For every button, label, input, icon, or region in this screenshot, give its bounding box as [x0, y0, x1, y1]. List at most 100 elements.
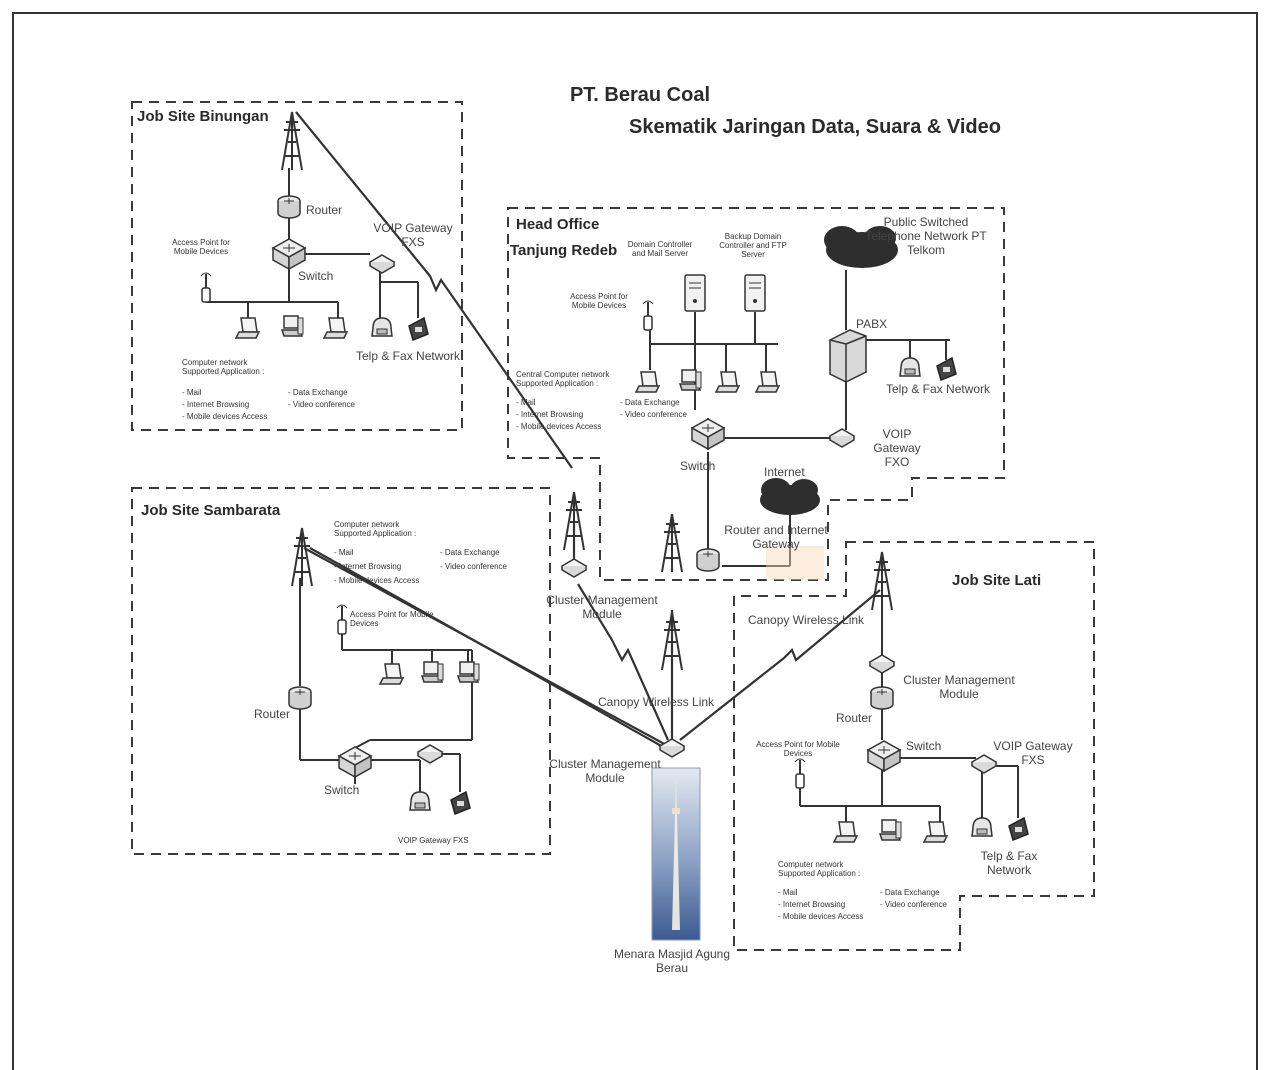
- lati-pc-icon: [879, 819, 902, 841]
- domain-controller-label: Domain Controller and Mail Server: [627, 240, 693, 259]
- binungan-router-label: Router: [306, 203, 343, 217]
- binungan-laptop2-icon: [323, 317, 348, 339]
- backup-dc-label: Backup Domain Controller and FTP Server: [719, 232, 787, 260]
- head-office-access-point-icon: [642, 300, 654, 331]
- link-cmm-hub: [577, 583, 670, 741]
- head-office-switch-icon: [691, 418, 725, 450]
- head-office-fax-icon: [936, 357, 957, 381]
- sambarata-app-data: - Data Exchange: [440, 548, 500, 557]
- head-office-antenna-icon: [661, 513, 683, 573]
- head-office-wiring: [649, 270, 950, 567]
- zone-binungan-box: [131, 101, 463, 431]
- page-frame: [12, 12, 1258, 1070]
- lati-ap-label: Access Point for Mobile Devices: [756, 740, 840, 759]
- lati-laptop2-icon: [923, 821, 948, 843]
- hub-cmm-bottom-label: Cluster Management Module: [549, 757, 661, 785]
- sambarata-apps-title: Computer network Supported Application :: [334, 520, 417, 539]
- sambarata-phone-icon: [409, 791, 431, 811]
- lati-router-label: Router: [836, 711, 873, 725]
- hub-cmm-top-label: Cluster Management Module: [546, 593, 658, 621]
- lati-cmm-label: Cluster Management Module: [903, 673, 1015, 701]
- lati-switch-label: Switch: [906, 739, 942, 753]
- lati-phone-icon: [971, 817, 993, 837]
- sambarata-fax-icon: [450, 791, 471, 815]
- sambarata-app-mail: - Mail: [334, 548, 354, 557]
- pabx-icon: [829, 329, 867, 383]
- head-office-title-1: Head Office: [516, 216, 600, 233]
- lati-app-mobile: - Mobile devices Access: [778, 912, 864, 921]
- sambarata-ap-label: Access Point for Mobile Devices: [350, 610, 434, 629]
- sambarata-access-point-icon: [336, 604, 348, 635]
- sambarata-router-icon: [288, 686, 312, 710]
- binungan-apps-title: Computer network Supported Application :: [182, 358, 265, 377]
- hub-cluster-module-top-icon: [561, 558, 587, 578]
- hub-antenna-top-icon: [563, 491, 585, 551]
- router-gateway-highlight: [766, 546, 824, 580]
- lati-apps-title: Computer network Supported Application :: [778, 860, 861, 879]
- link-lati-hub: [679, 589, 881, 741]
- binungan-app-mobile: - Mobile devices Access: [182, 412, 268, 421]
- internet-label: Internet: [764, 465, 805, 479]
- sambarata-antenna-icon: [291, 527, 313, 587]
- head-office-title-2: Tanjung Redeb: [510, 242, 618, 259]
- sambarata-app-internet: - Internet Browsing: [334, 562, 402, 571]
- binungan-app-video: - Video conference: [288, 400, 356, 409]
- zone-sambarata-box: [131, 487, 551, 855]
- lati-app-mail: - Mail: [778, 888, 798, 897]
- binungan-app-mail: - Mail: [182, 388, 202, 397]
- internet-cloud-icon: [760, 478, 820, 515]
- binungan-access-point-icon: [200, 272, 212, 303]
- lati-voip-label: VOIP Gateway FXS: [993, 739, 1073, 767]
- lati-laptop-icon: [833, 821, 858, 843]
- binungan-switch-label: Switch: [298, 269, 334, 283]
- head-office-voip-gateway-icon: [829, 428, 855, 448]
- sambarata-pc-icon: [421, 661, 444, 683]
- head-office-app-internet: - Internet Browsing: [516, 410, 584, 419]
- lati-app-internet: - Internet Browsing: [778, 900, 846, 909]
- lati-router-icon: [870, 686, 894, 710]
- sambarata-title: Job Site Sambarata: [141, 502, 281, 519]
- sambarata-app-video: - Video conference: [440, 562, 508, 571]
- head-office-app-data: - Data Exchange: [620, 398, 680, 407]
- zone-lati-box: [733, 541, 1095, 951]
- sambarata-app-mobile: - Mobile devices Access: [334, 576, 420, 585]
- binungan-telp-label: Telp & Fax Network: [356, 349, 461, 363]
- sambarata-router-label: Router: [254, 707, 291, 721]
- sambarata-voip-gateway-icon: [417, 744, 443, 764]
- wireless-links: [295, 111, 881, 753]
- sambarata-wiring: [299, 578, 473, 792]
- sambarata-switch-icon: [338, 746, 372, 778]
- tower-photo: [651, 767, 701, 941]
- link-binungan-hub: [295, 111, 573, 469]
- binungan-app-internet: - Internet Browsing: [182, 400, 250, 409]
- head-office-voip-label: VOIP Gateway FXO: [873, 427, 921, 469]
- lati-app-video: - Video conference: [880, 900, 948, 909]
- head-office-app-mail: - Mail: [516, 398, 536, 407]
- title-line1: PT. Berau Coal: [569, 84, 711, 106]
- hub-antenna-center-icon: [661, 611, 683, 671]
- binungan-phone-icon: [371, 317, 393, 337]
- binungan-ap-label: Access Point for Mobile Devices: [172, 238, 230, 257]
- head-office-apps-title: Central Computer network Supported Appli…: [516, 370, 610, 389]
- sambarata-switch-label: Switch: [324, 783, 360, 797]
- lati-switch-icon: [867, 740, 901, 772]
- head-office-pc-icon: [679, 369, 702, 391]
- head-office-router-icon: [696, 548, 720, 572]
- binungan-switch-icon: [272, 238, 306, 270]
- lati-app-data: - Data Exchange: [880, 888, 940, 897]
- head-office-app-mobile: - Mobile devices Access: [516, 422, 602, 431]
- domain-controller-server-icon: [684, 274, 706, 312]
- head-office-switch-label: Switch: [680, 459, 716, 473]
- binungan-antenna-icon: [281, 111, 303, 171]
- head-office-app-video: - Video conference: [620, 410, 688, 419]
- sambarata-laptop-icon: [379, 663, 404, 685]
- sambarata-pc2-icon: [457, 661, 480, 683]
- head-office-laptop3-icon: [755, 371, 780, 393]
- lati-canopy-label: Canopy Wireless Link: [748, 613, 865, 627]
- lati-cluster-module-icon: [869, 654, 895, 674]
- binungan-voip-gateway-icon: [369, 254, 395, 274]
- backup-domain-controller-server-icon: [744, 274, 766, 312]
- sambarata-voip-label: VOIP Gateway FXS: [398, 836, 469, 845]
- head-office-ap-label: Access Point for Mobile Devices: [570, 292, 628, 311]
